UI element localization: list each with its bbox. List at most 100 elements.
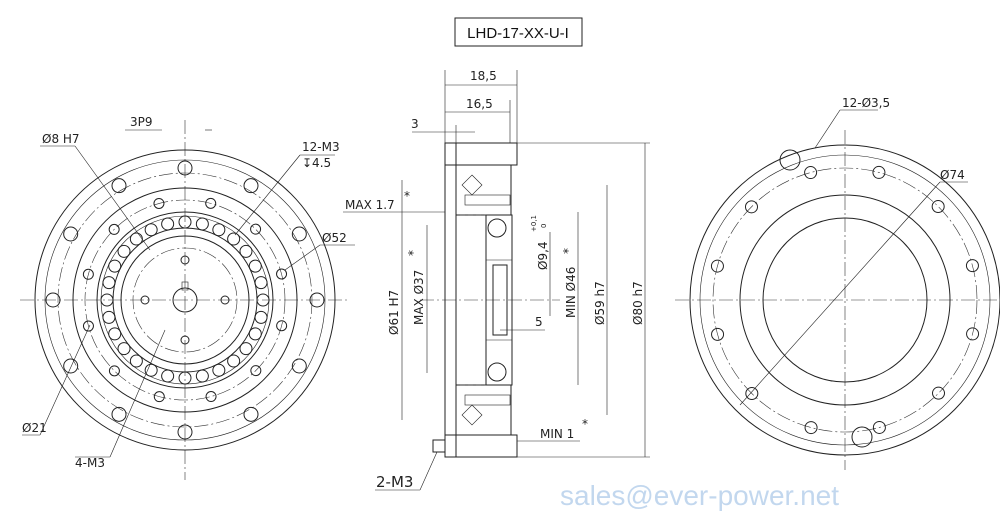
tapped-depth-label: ↧4.5 — [302, 156, 331, 170]
asterisk-mark: * — [561, 248, 575, 254]
tapped-hole — [205, 197, 217, 209]
roller — [102, 276, 116, 290]
mounting-hole — [931, 199, 945, 213]
tapped-hole — [250, 223, 262, 235]
roller — [144, 223, 158, 237]
roller — [108, 259, 122, 273]
roller — [254, 276, 268, 290]
d80-label: Ø80 h7 — [631, 281, 645, 325]
tapped-hole — [108, 365, 120, 377]
hub-hole — [140, 295, 150, 305]
tapped-hole — [153, 391, 165, 403]
mounting-hole — [111, 406, 127, 422]
tapped-hole — [276, 320, 288, 332]
tapped-holes-label: 12-M3 — [302, 140, 340, 154]
roller — [144, 363, 158, 377]
mounting-hole — [965, 259, 979, 273]
mounting-hole — [744, 200, 758, 214]
mounting-hole — [177, 160, 193, 176]
hub-hole — [180, 255, 190, 265]
mounting-hole — [111, 178, 127, 194]
roller — [117, 342, 131, 356]
width-total-label: 18,5 — [470, 69, 497, 83]
roller — [227, 354, 241, 368]
hub-diameter-label: Ø21 — [22, 421, 47, 435]
bore-label: Ø8 H7 — [42, 132, 80, 146]
title-block: LHD-17-XX-U-I — [454, 17, 583, 47]
section-view: 18,5 16,5 3 MAX 1.7 * Ø61 H7 MAX Ø37 * Ø… — [343, 69, 650, 491]
mounting-hole — [177, 424, 193, 440]
side-screws-label: 2-M3 — [376, 473, 413, 491]
mounting-hole — [309, 292, 325, 308]
roller — [239, 342, 253, 356]
roller — [161, 217, 175, 231]
hub-holes-label: 4-M3 — [75, 456, 105, 470]
roller — [129, 232, 143, 246]
roller — [178, 371, 192, 385]
mounting-hole — [966, 327, 980, 341]
roller — [100, 293, 114, 307]
roller — [178, 215, 192, 229]
mounting-hole — [63, 226, 79, 242]
mounting-hole — [243, 178, 259, 194]
bore-61-label: Ø61 H7 — [387, 290, 401, 335]
mounting-hole — [745, 387, 759, 401]
roller — [254, 310, 268, 324]
tapped-hole — [276, 268, 288, 280]
tapped-hole — [153, 197, 165, 209]
roller — [129, 354, 143, 368]
rear-pcd-label: Ø74 — [940, 168, 965, 182]
roller — [195, 369, 209, 383]
hub-hole — [220, 295, 230, 305]
mounting-hole — [45, 292, 61, 308]
mounting-hole — [710, 259, 724, 273]
mounting-hole — [291, 226, 307, 242]
mounting-hole — [932, 386, 946, 400]
mounting-hole — [804, 421, 818, 435]
gap-label: 5 — [535, 315, 543, 329]
roller — [117, 244, 131, 258]
tolerance-upper: +0,1 — [530, 215, 538, 232]
front-view: 3P9 Ø8 H7 12-M3 ↧4.5 Ø52 Ø21 4-M3 — [20, 115, 355, 480]
tolerance-lower: 0 — [540, 224, 548, 228]
tapped-hole — [108, 223, 120, 235]
roller — [248, 259, 262, 273]
max-protrusion-label: MAX 1.7 — [345, 198, 395, 212]
roller — [102, 310, 116, 324]
drawing-title: LHD-17-XX-U-I — [467, 25, 569, 42]
d94-label: Ø9,4 — [536, 241, 550, 270]
watermark: sales@ever-power.net — [560, 480, 839, 511]
mounting-hole — [63, 358, 79, 374]
roller — [161, 369, 175, 383]
roller — [212, 223, 226, 237]
min-46-label: MIN Ø46 — [564, 267, 578, 318]
hub-hole — [180, 335, 190, 345]
keyway-label: 3P9 — [130, 115, 153, 129]
roller — [239, 244, 253, 258]
mounting-hole — [872, 420, 886, 434]
tapped-hole — [82, 268, 94, 280]
asterisk-mark: * — [404, 189, 410, 203]
roller — [256, 293, 270, 307]
tapped-hole — [205, 391, 217, 403]
rear-holes-label: 12-Ø3,5 — [842, 96, 890, 110]
tapped-hole — [82, 320, 94, 332]
mounting-hole — [804, 166, 818, 180]
d59-label: Ø59 h7 — [593, 281, 607, 325]
asterisk-mark: * — [582, 417, 588, 431]
width-body-label: 16,5 — [466, 97, 493, 111]
flange-width-label: 3 — [411, 117, 419, 131]
roller — [227, 232, 241, 246]
mounting-hole — [243, 406, 259, 422]
mounting-hole — [711, 327, 725, 341]
max-37-label: MAX Ø37 — [412, 270, 426, 325]
roller — [108, 327, 122, 341]
roller — [195, 217, 209, 231]
pitch-circle-label: Ø52 — [322, 231, 347, 245]
tapped-hole — [250, 365, 262, 377]
mounting-hole — [291, 358, 307, 374]
min-clearance-label: MIN 1 — [540, 427, 574, 441]
rear-view: 12-Ø3,5 Ø74 — [675, 96, 1000, 470]
mounting-hole — [872, 165, 886, 179]
